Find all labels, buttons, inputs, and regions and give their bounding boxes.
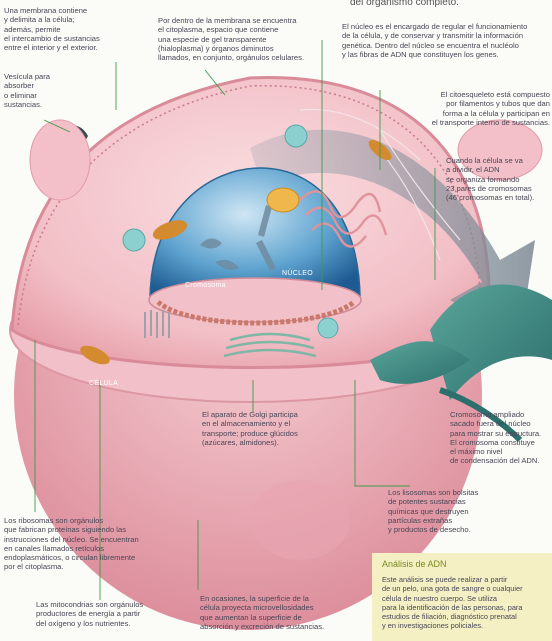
nucleolus [267, 188, 299, 212]
nucleus-tag: NÚCLEO [282, 270, 313, 277]
microvilli-label: En ocasiones, la superficie de la célula… [200, 594, 360, 631]
ribosomes-label: Los ribosomas son orgánulos que fabrican… [4, 516, 162, 572]
chromosome-division-label: Cuando la célula se va a dividir, el ADN… [446, 156, 552, 202]
nucleus-label: El núcleo es el encargado de regular el … [342, 22, 552, 59]
golgi-label: El aparato de Golgi participa en el alma… [202, 410, 342, 447]
header-fragment: del organismo completo. [350, 0, 459, 9]
dna-analysis-body: Este análisis se puede realizar a partir… [382, 575, 548, 631]
cell-tag: CÉLULA [89, 380, 118, 387]
outer-cell-left [30, 120, 90, 200]
membrane-label: Una membrana contiene y delimita a la cé… [4, 6, 154, 52]
cytoplasm-label: Por dentro de la membrana se encuentra e… [158, 16, 328, 62]
chromosome-tag: Cromosoma [185, 282, 226, 289]
vesicle-label: Vesícula para absorber o eliminar sustan… [4, 72, 74, 109]
dna-analysis-title: Análisis de ADN [382, 559, 447, 569]
chromosome-zoom-label: Cromosoma ampliado sacado fuera del núcl… [450, 410, 552, 466]
outer-cell-bottom [250, 480, 350, 560]
dna-analysis-box: Análisis de ADN Este análisis se puede r… [372, 553, 552, 641]
mitochondria-label: Las mitocondrias son orgánulos productor… [36, 600, 176, 628]
cytoskeleton-label: El citoesqueleto está compuesto por fila… [400, 90, 550, 127]
lysosomes-label: Los lisosomas son bolsitas de potentes s… [388, 488, 528, 534]
